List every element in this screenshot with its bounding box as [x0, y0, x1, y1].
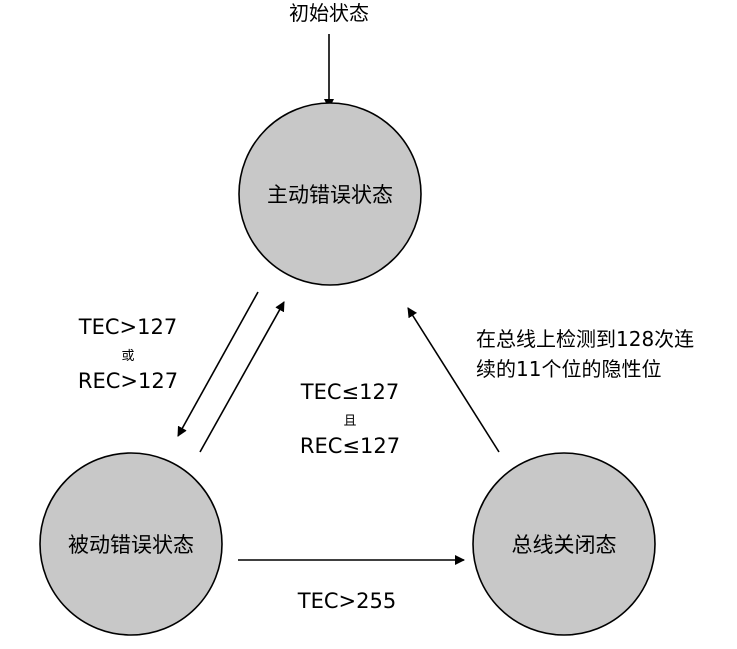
arrow-active-to-passive [177, 291, 259, 437]
state-error-active: 主动错误状态 [238, 102, 422, 286]
arrow-passive-to-active [199, 301, 285, 453]
state-error-passive: 被动错误状态 [39, 452, 223, 636]
state-error-active-circle [238, 102, 422, 286]
condition-tec-gt-255: TEC>255 [297, 589, 396, 613]
condition-tec-le-127: TEC≤127 [300, 380, 399, 404]
state-error-active-label: 主动错误状态 [267, 183, 393, 207]
condition-recovery-line1: 在总线上检测到128次连 [476, 327, 694, 351]
condition-and-label: 且 [343, 414, 356, 429]
state-bus-off-label: 总线关闭态 [512, 533, 617, 557]
arrow-busoff-to-active [407, 307, 500, 453]
condition-passive-to-active: TEC≤127 且 REC≤127 [300, 380, 400, 458]
state-bus-off-circle [472, 452, 656, 636]
initial-state-label: 初始状态 [289, 1, 369, 25]
state-bus-off: 总线关闭态 [472, 452, 656, 636]
condition-rec-le-127: REC≤127 [300, 434, 400, 458]
state-error-passive-label: 被动错误状态 [68, 533, 194, 557]
condition-or-label: 或 [121, 349, 134, 364]
state-error-passive-circle [39, 452, 223, 636]
condition-busoff-to-active: 在总线上检测到128次连 续的11个位的隐性位 [476, 327, 694, 381]
condition-recovery-line2: 续的11个位的隐性位 [476, 357, 661, 381]
condition-rec-gt-127: REC>127 [78, 369, 178, 393]
condition-active-to-passive: TEC>127 或 REC>127 [78, 315, 178, 393]
condition-tec-gt-127: TEC>127 [78, 315, 177, 339]
